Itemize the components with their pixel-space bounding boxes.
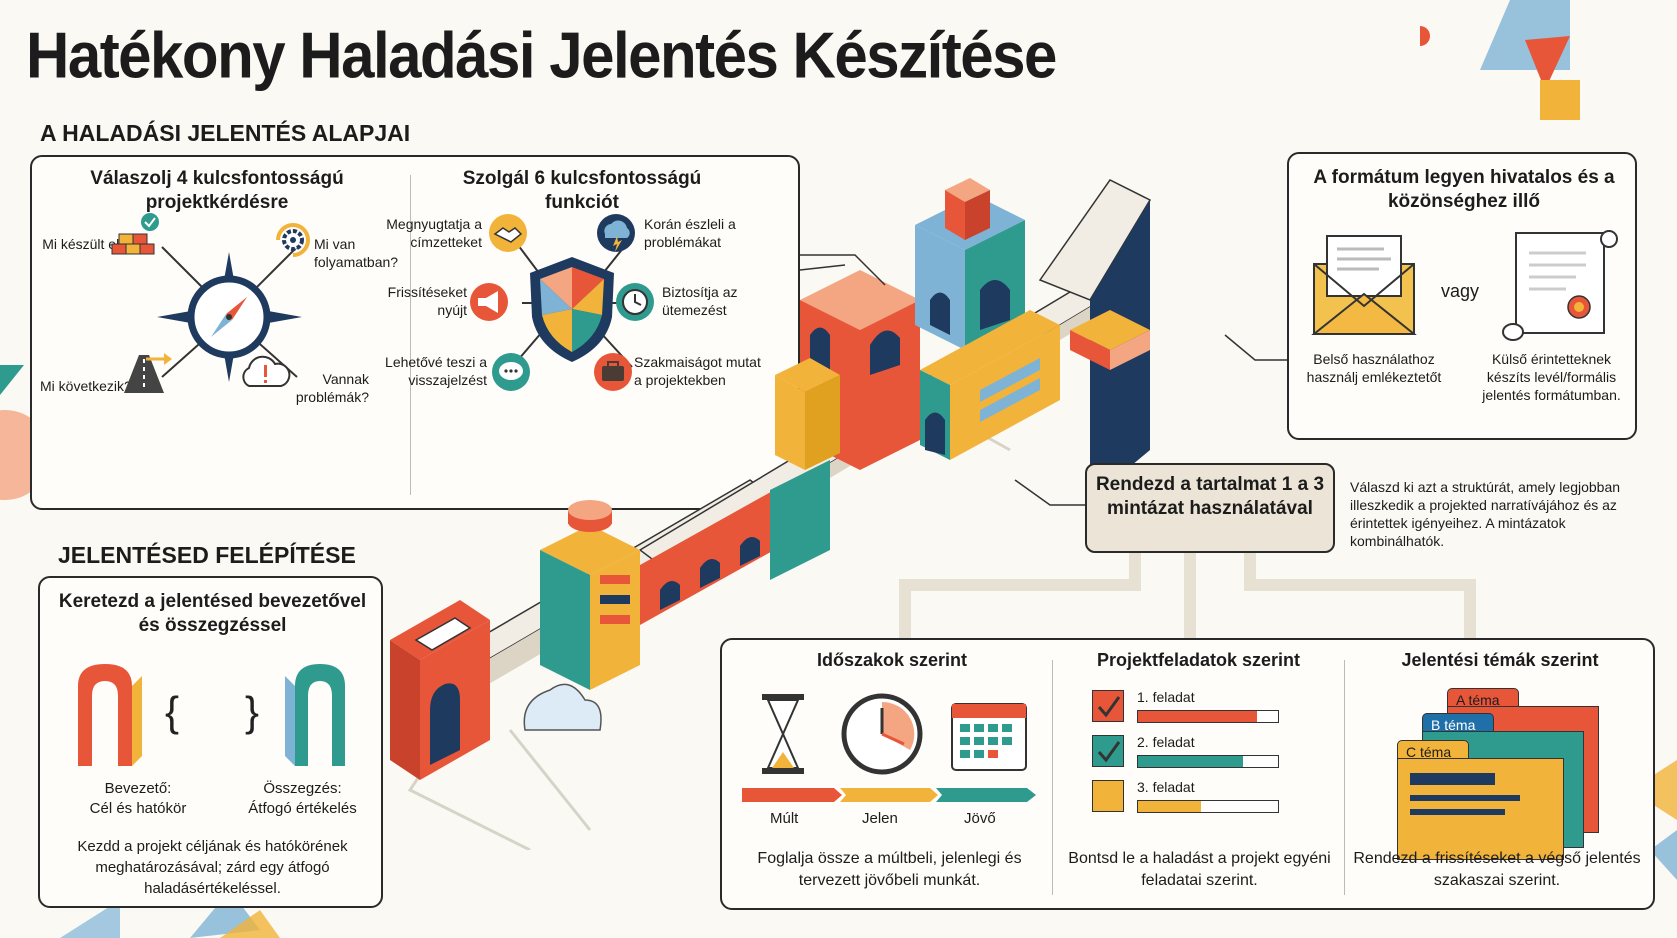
topic-folder-c (1397, 758, 1564, 860)
function-professional: Szakmaiságot mutat a projektekben (634, 354, 761, 388)
corner-decoration (1420, 0, 1580, 120)
task-item: 2. feladat (1092, 733, 1322, 773)
road-arrow-icon (124, 353, 172, 393)
build-heading: JELENTÉSED FELÉPÍTÉSE (58, 542, 356, 568)
svg-text:}: } (245, 688, 259, 735)
task-item: 3. feladat (1092, 778, 1322, 818)
format-internal: Belső használathoz használj emlékeztetőt (1306, 351, 1442, 385)
task-checkbox (1092, 780, 1124, 812)
envelope-icon (1311, 235, 1417, 335)
clock-face-icon (841, 693, 923, 775)
patterns-divider-1 (1052, 660, 1053, 895)
folder-line (1410, 795, 1520, 801)
patterns-divider-2 (1344, 660, 1345, 895)
handshake-icon (489, 214, 527, 252)
time-icons (762, 693, 1027, 775)
pattern-time-description: Foglalja össze a múltbeli, jelenlegi és … (757, 850, 1022, 889)
task-progress-track (1137, 800, 1279, 813)
task-progress-track (1137, 710, 1279, 723)
svg-text:{: { (165, 688, 179, 735)
topic-tab-c-label: C téma (1406, 744, 1452, 760)
isometric-arches-illustration (390, 178, 1152, 850)
pattern-tasks-description: Bontsd le a haladást a projekt egyéni fe… (1068, 850, 1331, 889)
intro-text: Cél és hatókör (89, 800, 187, 817)
task-list: 1. feladat 2. feladat 3. feladat (1092, 688, 1322, 828)
functions-title: Szolgál 6 kulcsfontosságú funkciót (462, 168, 702, 213)
task-item: 1. feladat (1092, 688, 1322, 728)
question-problems: Vannak problémák? (295, 371, 369, 405)
page-title: Hatékony Haladási Jelentés Készítése (26, 19, 1057, 92)
basics-divider (410, 175, 411, 495)
timeline-present: Jelen (862, 810, 898, 827)
timeline-past: Múlt (770, 810, 799, 827)
task-label: 3. feladat (1137, 779, 1195, 795)
summary-text: Átfogó értékelés (248, 800, 357, 817)
bottom-decoration (60, 890, 280, 938)
question-next: Mi következik? (40, 378, 132, 394)
blocks-check-icon (111, 213, 159, 255)
gear-progress-icon (276, 223, 310, 257)
question-in-progress: Mi van folyamatban? (314, 236, 399, 270)
shield-icon (511, 236, 633, 368)
topic-tab-c: C téma (1397, 740, 1469, 761)
organize-description: Válaszd ki azt a struktúrát, amely legjo… (1350, 479, 1621, 549)
organize-callout: Rendezd a tartalmat 1 a 3 mintázat haszn… (1085, 463, 1335, 553)
task-progress-fill (1138, 711, 1257, 722)
topic-tab-b: B téma (1422, 713, 1494, 734)
folder-line (1410, 809, 1505, 815)
function-detect: Korán észleli a problémákat (644, 216, 736, 250)
function-updates: Frissítéseket nyújt (387, 284, 467, 318)
function-schedule: Biztosítja az ütemezést (662, 284, 738, 318)
compass-icon (157, 246, 302, 382)
pattern-topics-title: Jelentési témák szerint (1401, 650, 1599, 670)
format-or: vagy (1441, 281, 1480, 301)
task-progress-fill (1138, 801, 1201, 812)
topic-tab-b-label: B téma (1431, 717, 1476, 733)
pattern-topics-description: Rendezd a frissítéseket a végső jelentés… (1353, 850, 1641, 889)
task-progress-track (1137, 755, 1279, 768)
chat-icon (492, 353, 530, 391)
organize-title: Rendezd a tartalmat 1 a 3 mintázat haszn… (1095, 474, 1325, 519)
pattern-tasks-title: Projektfeladatok szerint (1096, 650, 1301, 670)
megaphone-icon (470, 283, 508, 321)
pattern-time-title: Időszakok szerint (816, 650, 968, 670)
timeline-future: Jövő (964, 810, 996, 827)
basics-panel: Válaszolj 4 kulcsfontosságú projektkérdé… (30, 155, 800, 510)
timeline-arrow (742, 788, 1036, 802)
folder-line (1410, 773, 1495, 785)
intro-label: Bevezető: (104, 780, 172, 797)
format-panel: A formátum legyen hivatalos és a közönsé… (1287, 152, 1637, 440)
topic-tab-a: A téma (1447, 688, 1519, 709)
format-title: A formátum legyen hivatalos és a közönsé… (1313, 167, 1615, 212)
hourglass-icon (762, 694, 804, 774)
task-checkbox (1092, 735, 1124, 767)
task-checkbox (1092, 690, 1124, 722)
task-label: 2. feladat (1137, 734, 1195, 750)
function-reassure: Megnyugtatja a címzetteket (386, 216, 482, 250)
storm-icon (597, 214, 635, 252)
function-feedback: Lehetővé teszi a visszajelzést (385, 354, 487, 388)
summary-label: Összegzés: (263, 780, 342, 797)
cloud-alert-icon (242, 355, 291, 387)
calendar-icon (951, 703, 1027, 771)
build-title: Keretezd a jelentésed bevezetővel és öss… (58, 591, 367, 636)
questions-title: Válaszolj 4 kulcsfontosságú projektkérdé… (90, 168, 344, 213)
build-description: Kezdd a projekt céljának és hatókörének … (77, 838, 348, 897)
topic-folders: A téma B téma C téma (1397, 688, 1607, 860)
patterns-panel: Időszakok szerint (720, 638, 1655, 910)
briefcase-icon (594, 353, 632, 391)
arches-icon: { } (78, 664, 345, 766)
build-panel: Keretezd a jelentésed bevezetővel és öss… (38, 576, 383, 908)
clock-icon (616, 283, 654, 321)
topic-tab-a-label: A téma (1456, 692, 1500, 708)
question-done: Mi készült el? (42, 236, 127, 252)
task-label: 1. feladat (1137, 689, 1195, 705)
task-progress-fill (1138, 756, 1243, 767)
scroll-certificate-icon (1502, 230, 1618, 341)
format-external: Külső érintetteknek készíts levél/formál… (1482, 351, 1621, 403)
basics-heading: A HALADÁSI JELENTÉS ALAPJAI (40, 120, 411, 146)
